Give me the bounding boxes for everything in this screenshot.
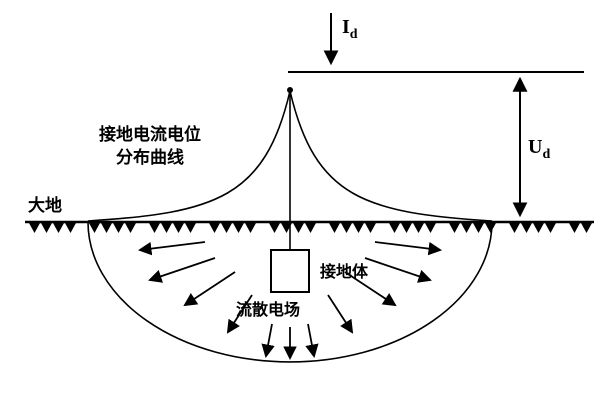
field-arrows bbox=[137, 241, 443, 361]
field-arrow bbox=[226, 294, 253, 334]
curve-label-line2: 分布曲线 bbox=[116, 147, 184, 168]
voltage-label: Ud bbox=[528, 136, 550, 162]
field-arrow bbox=[305, 323, 319, 358]
voltage-arrow-group: Ud bbox=[512, 76, 550, 218]
current-label: Id bbox=[342, 16, 358, 42]
curve-label: 接地电流电位 分布曲线 bbox=[99, 124, 201, 168]
field-arrow bbox=[374, 241, 443, 256]
field-label: 流散电场 bbox=[236, 300, 300, 319]
curve-peak-dot bbox=[287, 87, 293, 93]
field-arrow bbox=[327, 294, 354, 334]
earth-label: 大地 bbox=[28, 195, 62, 216]
hemisphere-arc bbox=[87, 221, 493, 363]
electrode-label: 接地体 bbox=[320, 262, 369, 281]
ground-hatching bbox=[28, 223, 592, 236]
curve-label-line1: 接地电流电位 bbox=[99, 124, 201, 145]
field-arrow bbox=[183, 271, 236, 307]
field-arrow bbox=[137, 241, 206, 256]
electrode-rect bbox=[270, 249, 310, 293]
field-arrow bbox=[261, 323, 275, 358]
field-arrow bbox=[364, 257, 432, 283]
current-arrow-group: Id bbox=[323, 13, 358, 66]
field-arrow bbox=[148, 257, 216, 283]
field-arrow bbox=[344, 271, 397, 307]
